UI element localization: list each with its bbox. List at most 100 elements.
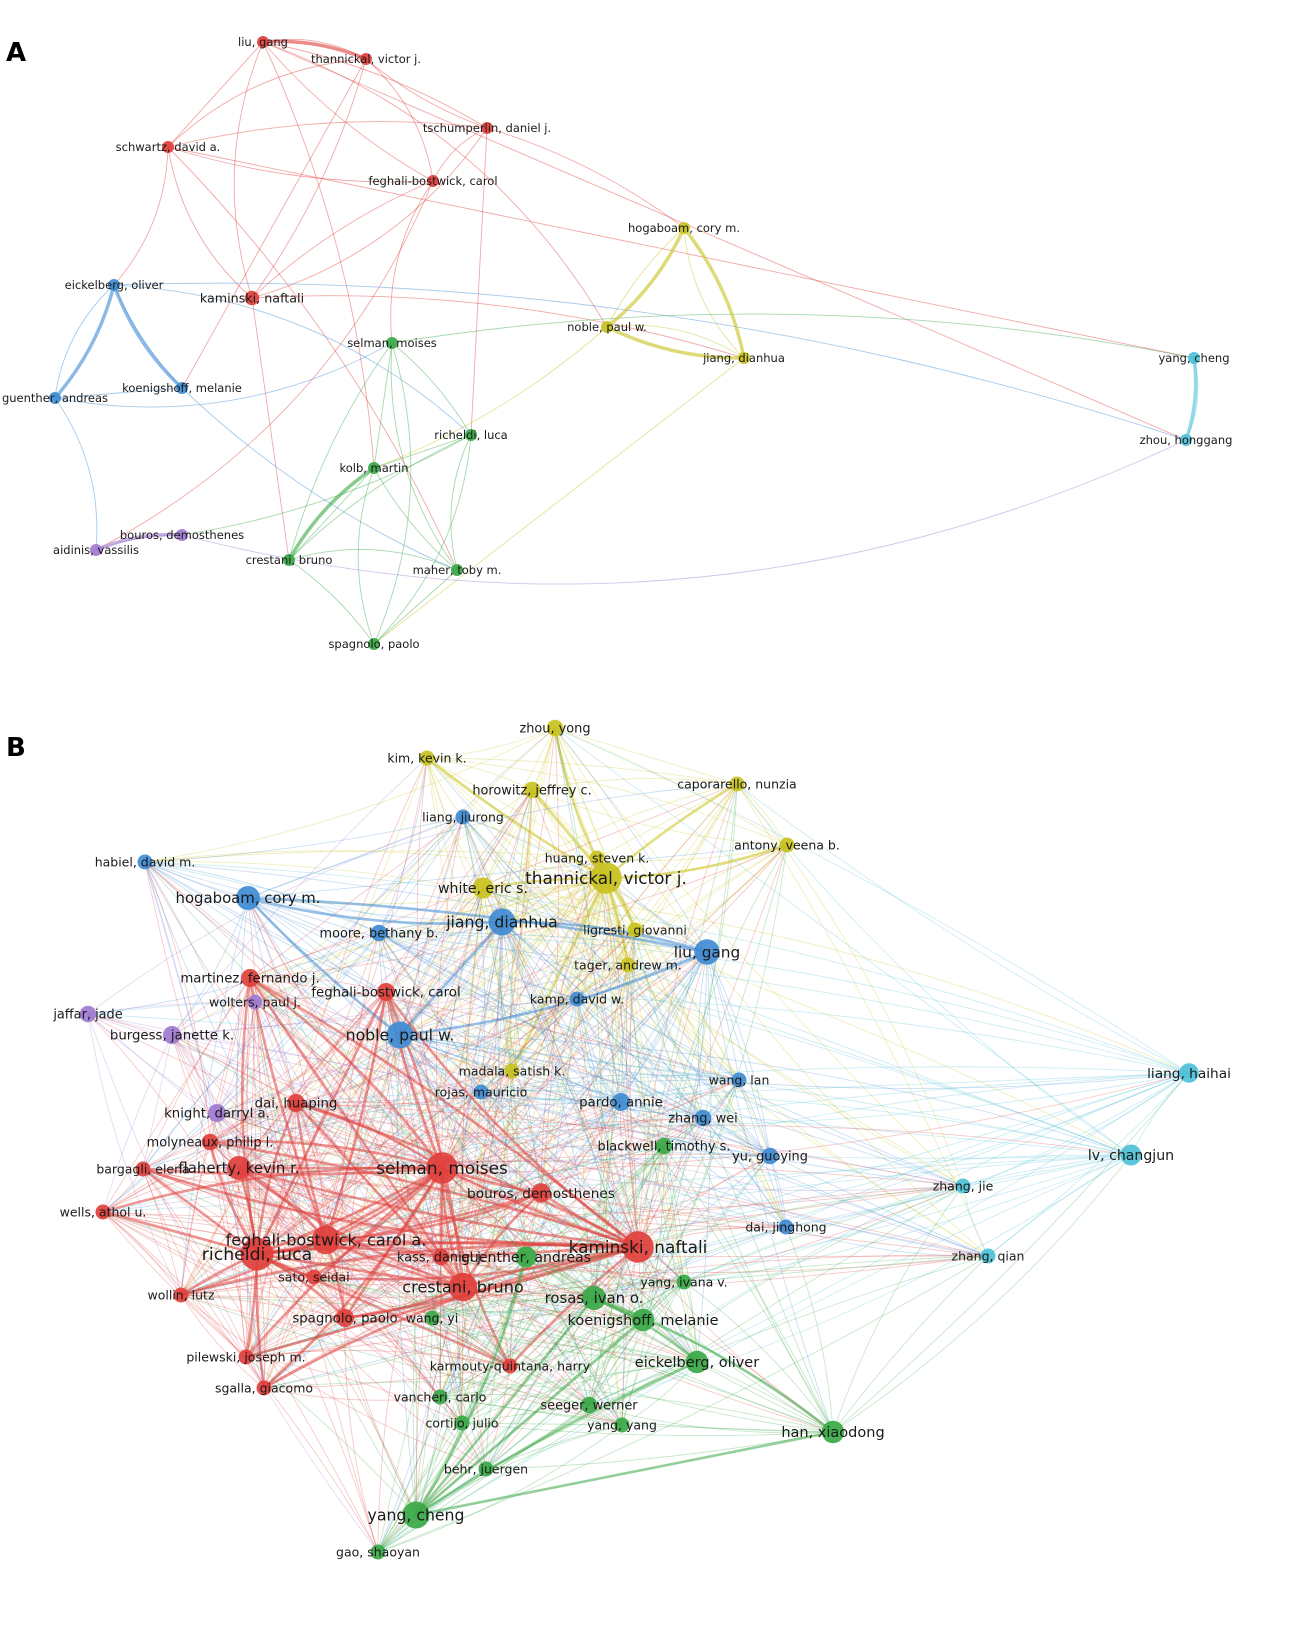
node-crestani-bruno[interactable] (283, 554, 295, 566)
node-eickelberg-oliver[interactable] (685, 1350, 709, 1374)
edge-liu-gang--noble-paul-w (398, 950, 709, 1037)
node-yang-cheng[interactable] (1188, 352, 1200, 364)
node-antony-veena-b[interactable] (779, 837, 795, 853)
edge-zhou-yong--zhang-qian (554, 727, 989, 1257)
node-madala-satish-k[interactable] (504, 1063, 520, 1079)
node-horowitz-jeffrey-c[interactable] (523, 781, 541, 799)
node-hogaboam-cory-m[interactable] (236, 886, 260, 910)
node-zhou-honggang[interactable] (1180, 434, 1192, 446)
node-bargagli-elena[interactable] (135, 1161, 151, 1177)
node-jiang-dianhua[interactable] (488, 908, 516, 936)
node-zhang-jie[interactable] (955, 1178, 971, 1194)
node-thannickal-victor-j[interactable] (360, 53, 372, 65)
node-huang-steven-k[interactable] (589, 850, 605, 866)
node-kaminski-naftali[interactable] (244, 290, 260, 306)
node-guenther-andreas[interactable] (49, 392, 61, 404)
edge-selman-moises--karmouty-quintana-harry (440, 1166, 512, 1368)
node-kolb-martin[interactable] (368, 462, 380, 474)
node-sgalla-giacomo[interactable] (256, 1380, 272, 1396)
node-wollin-lutz[interactable] (173, 1287, 189, 1303)
node-yang-cheng[interactable] (402, 1501, 430, 1529)
node-karmouty-quintana-harry[interactable] (502, 1358, 518, 1374)
node-habiel-david-m[interactable] (137, 854, 153, 870)
node-liu-gang[interactable] (257, 36, 269, 48)
node-white-eric-s[interactable] (472, 877, 494, 899)
node-selman-moises[interactable] (426, 1152, 458, 1184)
node-rojas-mauricio[interactable] (473, 1084, 489, 1100)
node-crestani-bruno[interactable] (448, 1272, 478, 1302)
node-zhou-yong[interactable] (546, 719, 564, 737)
node-jiang-dianhua[interactable] (738, 352, 750, 364)
node-schwartz-david-a[interactable] (162, 141, 174, 153)
node-maher-toby-m[interactable] (451, 564, 463, 576)
node-wang-lan[interactable] (731, 1072, 747, 1088)
node-zhang-wei[interactable] (694, 1109, 712, 1127)
node-tschumperlin-daniel-j[interactable] (481, 122, 493, 134)
node-feghali-bostwick-carol[interactable] (377, 983, 395, 1001)
node-pardo-annie[interactable] (612, 1093, 630, 1111)
node-cortijo-julio[interactable] (454, 1415, 470, 1431)
node-wolters-paul-j[interactable] (247, 994, 263, 1010)
node-feghali-bostwick-carol-a[interactable] (311, 1225, 341, 1255)
node-selman-moises[interactable] (386, 337, 398, 349)
node-zhang-qian[interactable] (980, 1248, 996, 1264)
node-hogaboam-cory-m[interactable] (678, 222, 690, 234)
node-richeldi-luca[interactable] (465, 429, 477, 441)
node-yu-guoying[interactable] (761, 1147, 779, 1165)
node-martinez-fernando-j[interactable] (241, 969, 259, 987)
node-yang-yang[interactable] (614, 1417, 630, 1433)
node-seeger-werner[interactable] (580, 1396, 598, 1414)
node-yang-ivana-v[interactable] (676, 1274, 692, 1290)
node-gao-shaoyan[interactable] (370, 1544, 386, 1560)
node-bouros-demosthenes[interactable] (531, 1183, 551, 1203)
edge-wells-athol-u--richeldi-luca (101, 1210, 259, 1256)
node-wells-athol-u[interactable] (95, 1204, 111, 1220)
node-molyneaux-philip-l[interactable] (201, 1133, 219, 1151)
node-behr-juergen[interactable] (478, 1461, 494, 1477)
node-aidinis-vassilis[interactable] (90, 544, 102, 556)
node-blackwell-timothy-s[interactable] (655, 1137, 673, 1155)
node-ligresti-giovanni[interactable] (627, 922, 643, 938)
node-noble-paul-w[interactable] (386, 1021, 414, 1049)
node-liang-jiurong[interactable] (455, 809, 471, 825)
node-bouros-demosthenes[interactable] (176, 529, 188, 541)
node-pilewski-joseph-m[interactable] (238, 1349, 254, 1365)
node-kass-daniel-j[interactable] (432, 1248, 450, 1266)
node-spagnolo-paolo[interactable] (368, 638, 380, 650)
node-richeldi-luca[interactable] (240, 1237, 274, 1271)
node-liu-gang[interactable] (694, 939, 720, 965)
edge-horowitz-jeffrey-c--cortijo-julio (461, 789, 533, 1424)
node-knight-darryl-a[interactable] (208, 1104, 226, 1122)
edge-rojas-mauricio--liang-haihai (480, 1066, 1190, 1093)
node-koenigshoff-melanie[interactable] (631, 1308, 655, 1332)
node-burgess-janette-k[interactable] (163, 1026, 181, 1044)
node-koenigshoff-melanie[interactable] (176, 382, 188, 394)
node-sato-seidai[interactable] (306, 1269, 322, 1285)
node-vancheri-carlo[interactable] (432, 1389, 448, 1405)
node-eickelberg-oliver[interactable] (108, 279, 120, 291)
node-han-xiaodong[interactable] (821, 1420, 845, 1444)
node-feghali-bostwick-carol[interactable] (427, 175, 439, 187)
node-rosas-ivan-o[interactable] (582, 1286, 606, 1310)
node-kaminski-naftali[interactable] (622, 1231, 654, 1263)
node-dai-jinghong[interactable] (778, 1219, 794, 1235)
edge-thannickal-victor-j--molyneaux-philip-l (209, 877, 607, 1143)
edge-dai-jinghong--vancheri-carlo (439, 1226, 787, 1398)
node-moore-bethany-b[interactable] (370, 924, 388, 942)
node-guenther-andreas[interactable] (515, 1246, 537, 1268)
node-jaffar-jade[interactable] (79, 1005, 97, 1023)
node-lv-changjun[interactable] (1120, 1144, 1142, 1166)
node-kim-kevin-k[interactable] (419, 750, 435, 766)
node-caporarello-nunzia[interactable] (729, 776, 745, 792)
node-dai-huaping[interactable] (287, 1094, 305, 1112)
node-flaherty-kevin-r[interactable] (227, 1156, 251, 1180)
edge-rojas-mauricio--zhang-jie (480, 1091, 964, 1187)
node-label-jaffar-jade: jaffar, jade (52, 1008, 122, 1023)
node-kamp-david-w[interactable] (569, 991, 585, 1007)
node-tager-andrew-m[interactable] (620, 957, 636, 973)
node-noble-paul-w[interactable] (601, 321, 613, 333)
node-thannickal-victor-j[interactable] (590, 862, 622, 894)
node-spagnolo-paolo[interactable] (336, 1309, 354, 1327)
node-wang-yi[interactable] (424, 1310, 440, 1326)
node-liang-haihai[interactable] (1179, 1063, 1199, 1083)
